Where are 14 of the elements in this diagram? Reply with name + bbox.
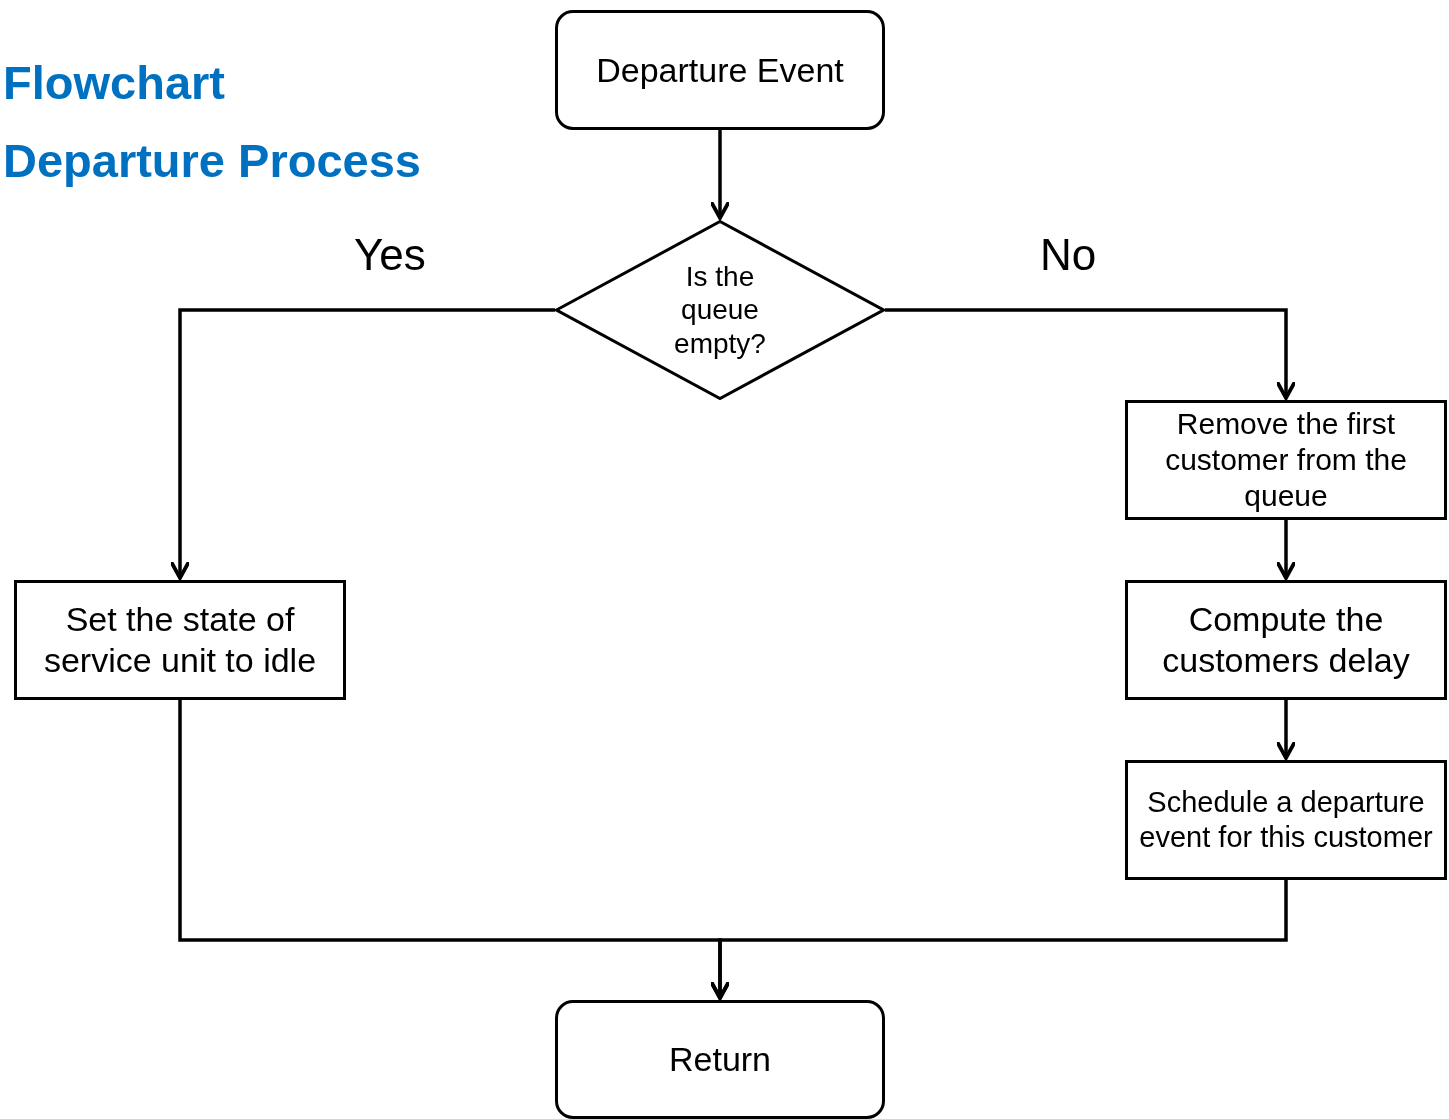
arrow [169, 308, 555, 580]
arrow [885, 308, 1297, 400]
process-box: Schedule a departure event for this customer [1125, 760, 1447, 880]
title: Flowchart Departure Process [3, 55, 422, 189]
process-box: Set the state of service unit to idle [14, 580, 346, 700]
process-box: Remove the first customer from the queue [1125, 400, 1447, 520]
arrow [709, 130, 731, 220]
terminal-box: Return [555, 1000, 885, 1119]
arrow [1275, 700, 1297, 760]
terminal-box: Departure Event [555, 10, 885, 130]
arrow [709, 880, 1288, 1000]
arrow [1275, 520, 1297, 580]
process-box: Compute the customers delay [1125, 580, 1447, 700]
decision-diamond: Is the queue empty? [555, 220, 885, 400]
